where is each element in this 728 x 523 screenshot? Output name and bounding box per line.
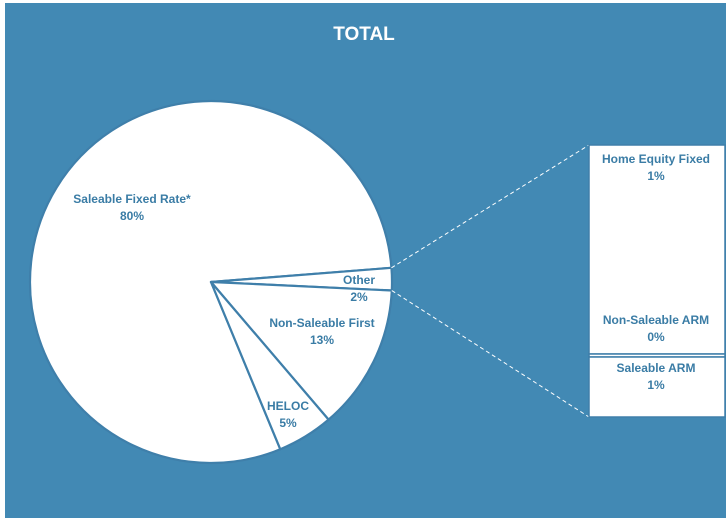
slice-value-other: 2% [350, 290, 368, 304]
bar-label-non-saleable-arm: Non-Saleable ARM [603, 313, 709, 327]
slice-label-saleable-fixed-rate: Saleable Fixed Rate* [73, 192, 191, 206]
bar-value-saleable-arm: 1% [647, 378, 665, 392]
slice-value-saleable-fixed-rate: 80% [120, 209, 144, 223]
slice-label-heloc: HELOC [267, 399, 309, 413]
slice-label-other: Other [343, 273, 375, 287]
breakout-connectors [391, 144, 590, 418]
bar-value-home-equity-fixed: 1% [647, 169, 665, 183]
bar-segment-saleable-arm [588, 356, 726, 418]
bar-label-home-equity-fixed: Home Equity Fixed [602, 152, 710, 166]
connector-line-top [391, 144, 590, 269]
bar-label-saleable-arm: Saleable ARM [617, 361, 696, 375]
slice-value-non-saleable-first: 13% [310, 333, 334, 347]
pie: Saleable Fixed Rate* 80% Other 2% Non-Saleab… [28, 99, 394, 465]
bar-value-non-saleable-arm: 0% [647, 330, 665, 344]
pie-slice-non-saleable-first [209, 280, 393, 421]
slice-label-non-saleable-first: Non-Saleable First [269, 316, 374, 330]
breakout-bar: Home Equity Fixed 1% Non-Saleable ARM 0% Sal… [588, 144, 726, 418]
slice-value-heloc: 5% [279, 416, 297, 430]
pie-slice-heloc [209, 280, 330, 451]
chart-title: TOTAL [333, 24, 395, 45]
bar-segment-home-equity-fixed [588, 144, 726, 355]
